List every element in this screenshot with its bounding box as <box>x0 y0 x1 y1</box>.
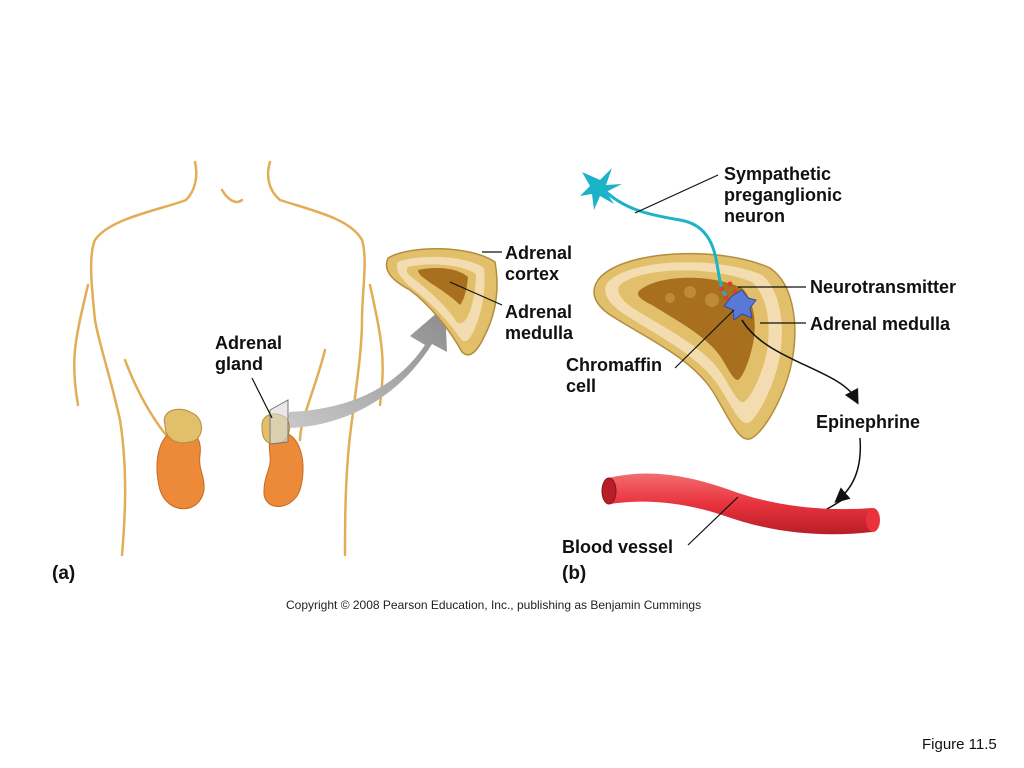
panel-b-letter: (b) <box>562 563 587 584</box>
sympathetic-neuron <box>580 168 728 298</box>
label-epinephrine: Epinephrine <box>816 412 921 432</box>
neurotransmitter-dots <box>719 281 738 301</box>
label-chromaffin-cell: Chromaffin cell <box>566 355 662 396</box>
leader-adrenal-medulla-a <box>449 281 503 306</box>
magnify-arrow <box>288 306 447 428</box>
label-adrenal-cortex: Adrenal cortex <box>505 243 573 284</box>
chromaffin-cell <box>723 289 757 321</box>
leader-chromaffin-cell <box>674 309 735 369</box>
arrow-to-epinephrine <box>741 319 859 405</box>
copyright-notice: Copyright © 2008 Pearson Education, Inc.… <box>286 598 702 612</box>
figure-label: Figure 11.5 <box>922 736 997 753</box>
left-kidney <box>156 408 205 510</box>
leader-blood-vessel <box>687 496 739 546</box>
arrow-to-vessel-1 <box>834 437 862 503</box>
label-blood-vessel: Blood vessel <box>562 537 674 557</box>
torso-outline <box>72 160 384 557</box>
label-adrenal-medulla-b: Adrenal medulla <box>810 314 951 334</box>
label-adrenal-medulla-a: Adrenal medulla <box>505 302 574 343</box>
leader-adrenal-gland <box>251 377 273 419</box>
leader-sympathetic-neuron <box>634 174 719 214</box>
blood-vessel <box>601 473 880 535</box>
section-plane <box>269 399 289 445</box>
gland-section-small <box>385 247 498 356</box>
label-neurotransmitter: Neurotransmitter <box>810 277 957 297</box>
panel-a-letter: (a) <box>52 563 76 584</box>
label-sympathetic-neuron: Sympathetic preganglionic neuron <box>724 164 843 226</box>
gland-section-large <box>593 252 796 440</box>
label-adrenal-gland: Adrenal gland <box>215 333 283 374</box>
